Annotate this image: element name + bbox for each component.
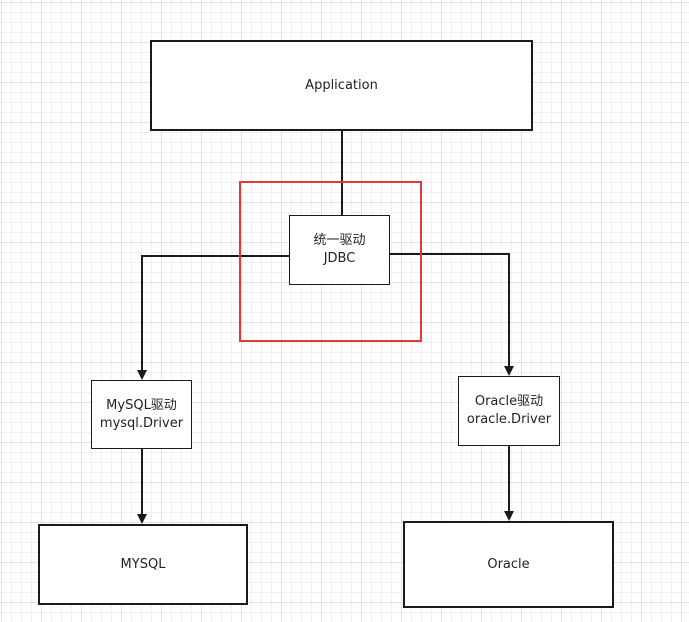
jdbc-node-label-line2: JDBC	[323, 251, 356, 266]
mysql-database-node: MYSQL	[38, 524, 248, 605]
oracle-driver-node-label-line2: oracle.Driver	[466, 412, 552, 427]
application-node: Application	[150, 40, 533, 131]
oracle-driver-node: Oracle驱动 oracle.Driver	[458, 376, 560, 446]
oracle-driver-node-label-line1: Oracle驱动	[474, 394, 544, 409]
mysql-database-node-label: MYSQL	[120, 556, 166, 572]
jdbc-node: 统一驱动 JDBC	[289, 215, 390, 285]
mysql-driver-node: MySQL驱动 mysql.Driver	[91, 380, 192, 449]
mysql-driver-node-label-line2: mysql.Driver	[99, 415, 184, 431]
jdbc-node-label-line1: 统一驱动	[313, 233, 366, 248]
oracle-database-node: Oracle	[403, 521, 614, 608]
oracle-database-node-label: Oracle	[487, 556, 530, 572]
application-node-label: Application	[305, 77, 378, 93]
mysql-driver-node-label-line1: MySQL驱动	[106, 397, 177, 413]
jdbc-highlight-frame	[239, 181, 422, 342]
